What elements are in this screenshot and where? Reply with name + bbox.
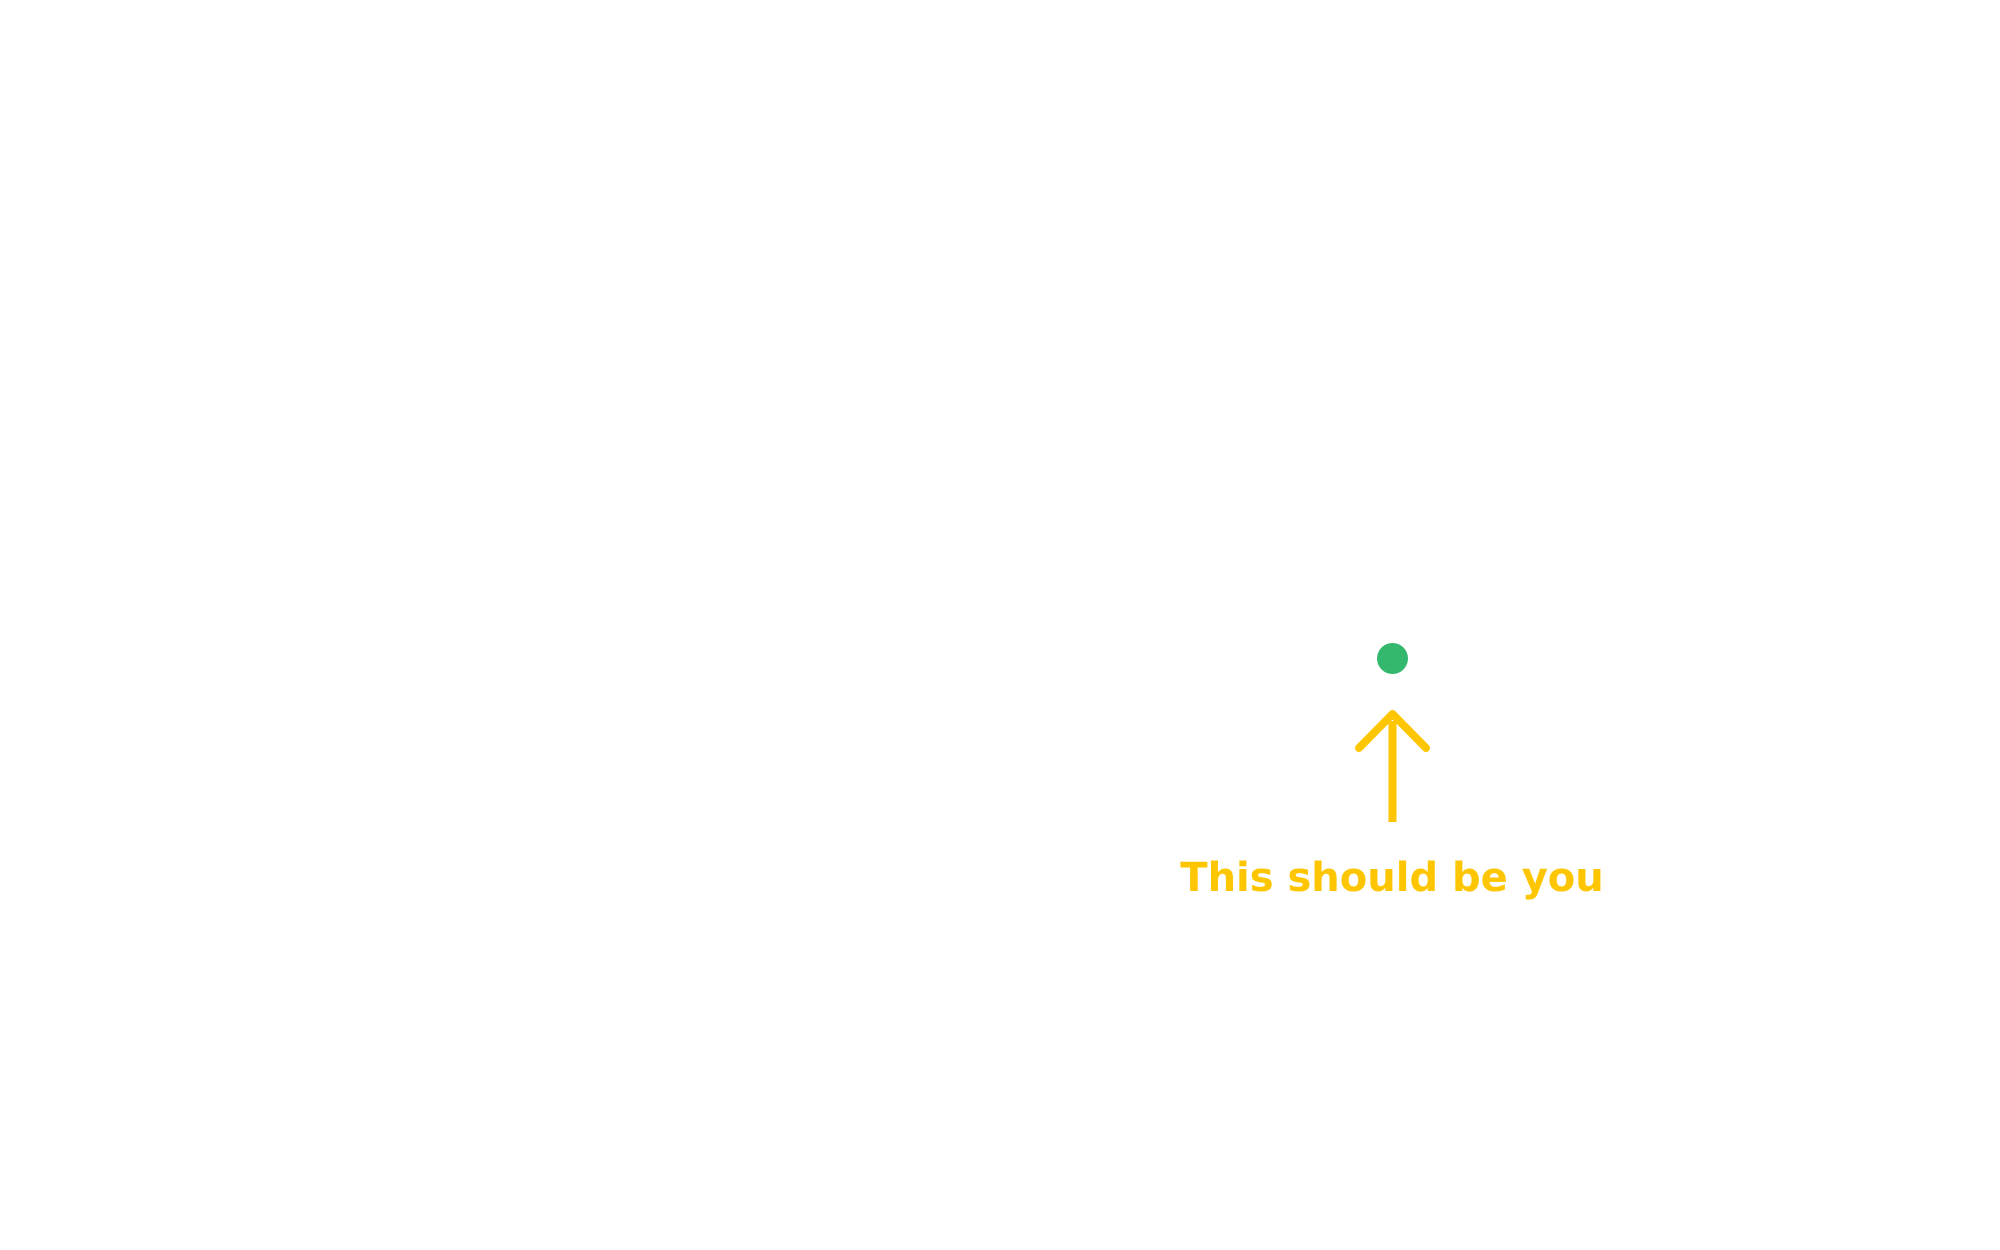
pointer-caption: This should be you [1180,855,1604,901]
arrow-up-icon [1355,710,1430,822]
arrow-head [1355,710,1430,752]
location-dot-icon [1377,643,1408,674]
